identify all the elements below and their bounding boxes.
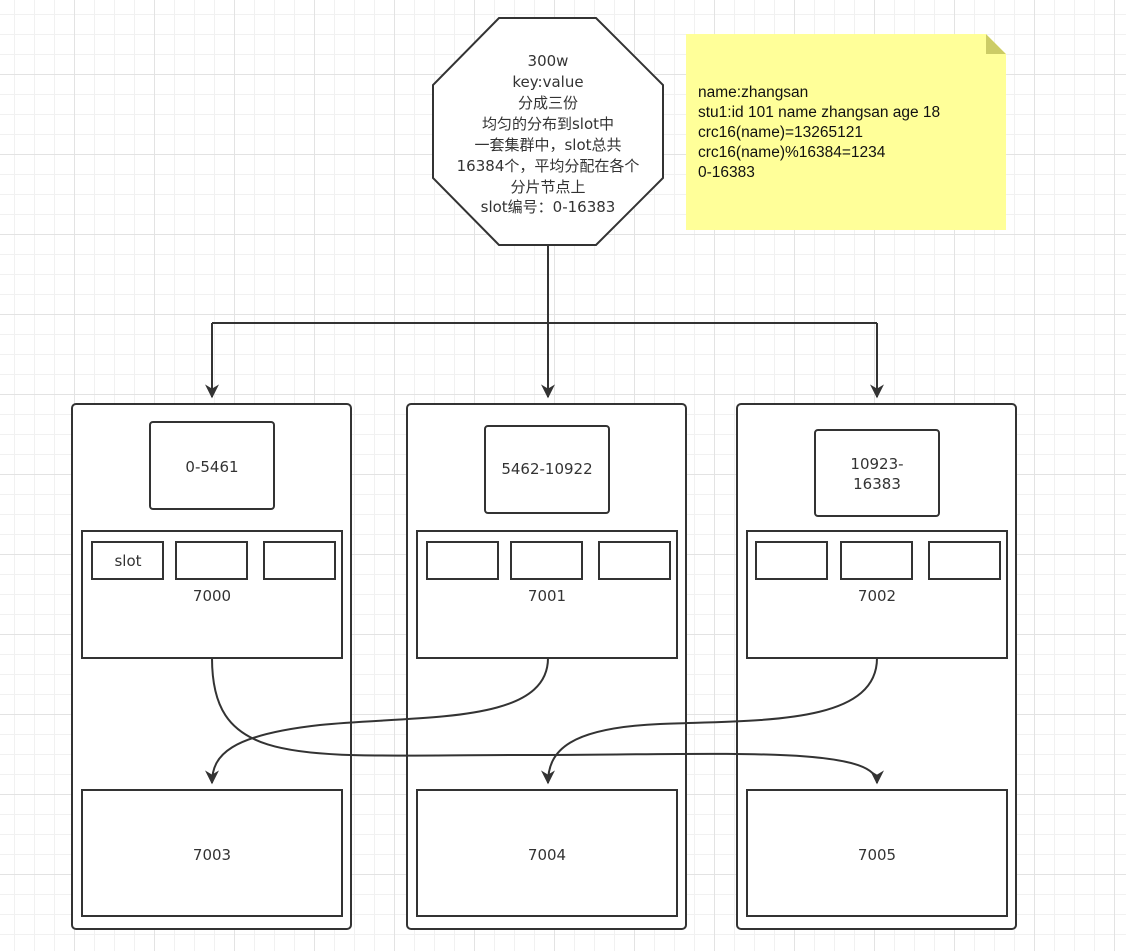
octagon-line-3: 分成三份	[518, 94, 578, 112]
octagon-line-1: 300w	[528, 52, 569, 70]
node-1-slot-cell-3[interactable]	[263, 541, 336, 580]
node-1-slot-cell-2[interactable]	[175, 541, 248, 580]
node-3-replica-box[interactable]	[746, 789, 1008, 917]
node-3-range-line-1: 10923-	[850, 455, 903, 473]
sticky-note[interactable]: name:zhangsan stu1:id 101 name zhangsan …	[686, 34, 1006, 230]
node-3-range-line-2: 16383	[853, 475, 901, 493]
distribution-connectors	[205, 245, 884, 399]
node-1-slot-label: slot	[114, 552, 141, 570]
node-3-slot-cell-2[interactable]	[840, 541, 913, 580]
node-2-replica-box[interactable]	[416, 789, 678, 917]
replication-7000-to-7005	[211, 657, 884, 785]
octagon-line-4: 均匀的分布到slot中	[482, 115, 614, 133]
node-1-range-line-1: 0-5461	[185, 458, 238, 476]
node-2-range-line-1: 5462-10922	[501, 460, 592, 478]
octagon-line-7: 分片节点上	[510, 178, 585, 196]
node-1-range-box[interactable]	[149, 421, 275, 510]
note-line-3: crc16(name)=13265121	[698, 124, 864, 141]
replication-7001-to-7003	[205, 657, 549, 785]
note-line-2: stu1:id 101 name zhangsan age 18	[698, 104, 941, 121]
octagon-node[interactable]: 300w key:value 分成三份 均匀的分布到slot中 一套集群中，sl…	[432, 17, 664, 246]
octagon-shape	[432, 17, 664, 246]
octagon-line-6: 16384个，平均分配在各个	[457, 157, 640, 175]
node-1-replica-label: 7003	[193, 846, 231, 864]
node-1-slot-cell-1[interactable]	[91, 541, 164, 580]
note-line-1: name:zhangsan	[698, 84, 809, 101]
node-2-slot-cell-2[interactable]	[510, 541, 583, 580]
replication-7002-to-7004	[541, 657, 878, 785]
node-2-slot-cell-1[interactable]	[426, 541, 499, 580]
node-2-replica-label: 7004	[528, 846, 566, 864]
node-2-range-box[interactable]	[484, 425, 610, 514]
node-3-range-box[interactable]	[814, 429, 940, 517]
replication-connectors	[205, 657, 884, 785]
node-3-replica-label: 7005	[858, 846, 896, 864]
node-1-master-label: 7000	[193, 587, 231, 605]
node-2-slot-cell-3[interactable]	[598, 541, 671, 580]
note-line-4: crc16(name)%16384=1234	[698, 144, 886, 161]
octagon-line-2: key:value	[512, 73, 583, 91]
node-2-master-label: 7001	[528, 587, 566, 605]
node-3-slot-cell-3[interactable]	[928, 541, 1001, 580]
note-text-block: name:zhangsan stu1:id 101 name zhangsan …	[698, 83, 940, 183]
node-3-slot-cell-1[interactable]	[755, 541, 828, 580]
node-1-replica-box[interactable]	[81, 789, 343, 917]
note-line-5: 0-16383	[698, 164, 755, 181]
octagon-line-5: 一套集群中，slot总共	[474, 136, 621, 154]
octagon-line-8: slot编号：0-16383	[481, 198, 616, 216]
node-3-master-label: 7002	[858, 587, 896, 605]
